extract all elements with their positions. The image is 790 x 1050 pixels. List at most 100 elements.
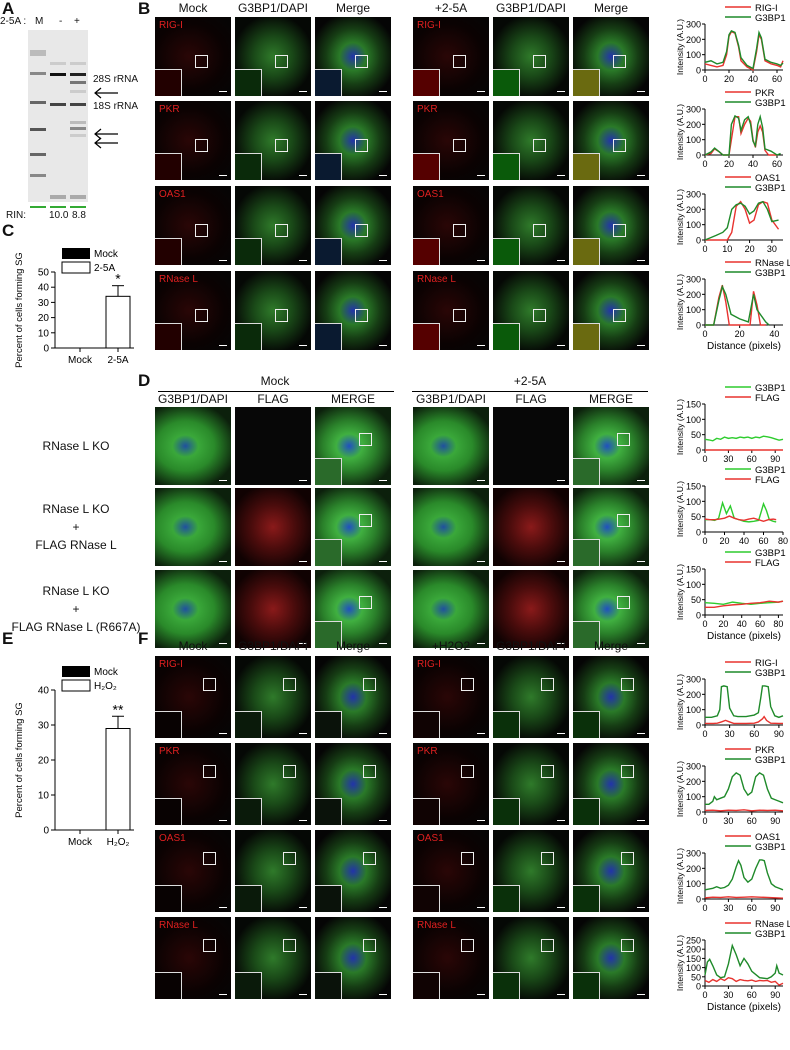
scale-bar <box>637 643 645 644</box>
zoom-inset <box>493 69 520 96</box>
micrograph-green <box>493 271 569 350</box>
column-header-flag: FLAG <box>257 392 289 406</box>
x-tick-label: 30 <box>723 454 733 464</box>
zoom-inset <box>573 69 600 96</box>
bar-1 <box>105 295 131 349</box>
gel-image <box>28 30 88 202</box>
legend-label: FLAG <box>755 393 780 404</box>
y-tick-label: 100 <box>686 50 701 60</box>
series-line-g3bp1 <box>705 685 784 719</box>
column-header-g3bp1-dapi: G3BP1/DAPI <box>495 1 567 15</box>
panel-label-e: E <box>2 629 14 648</box>
x-tick-label: 30 <box>723 816 733 826</box>
d-group-mock: Mock <box>260 374 290 388</box>
legend-label: RIG-I <box>755 3 778 14</box>
x-tick-label: 0 <box>702 729 707 739</box>
scale-bar <box>557 91 565 92</box>
lane-label-mock: - <box>59 16 63 27</box>
y-tick-label: 200 <box>686 690 701 700</box>
rin-value-mock: 10.0 <box>49 210 69 221</box>
y-tick-label: 40 <box>38 283 50 294</box>
micrograph-dmerge <box>573 407 649 485</box>
x-tick-label: 60 <box>747 454 757 464</box>
micrograph-dred <box>235 570 311 648</box>
y-axis-label: Intensity (A.U.) <box>675 935 685 991</box>
x-tick-label: 0 <box>702 619 707 629</box>
scale-bar <box>379 907 387 908</box>
micrograph-merge <box>315 17 391 96</box>
roi-box <box>275 55 288 68</box>
roi-box <box>275 309 288 322</box>
scale-bar <box>219 907 227 908</box>
zoom-inset <box>573 458 600 485</box>
column-header-merge: Merge <box>593 1 629 15</box>
x-tick-label: 60 <box>755 619 765 629</box>
gel-band <box>70 81 86 84</box>
roi-box <box>203 765 216 778</box>
roi-box <box>283 939 296 952</box>
micrograph-dgreen <box>413 570 489 648</box>
micrograph-red: RIG-I <box>413 17 489 96</box>
scale-bar <box>299 91 307 92</box>
series-line-g3bp1 <box>704 29 784 70</box>
y-tick-label: 0 <box>696 611 701 621</box>
y-tick-label: 100 <box>686 580 701 590</box>
y-tick-label: 200 <box>686 205 701 215</box>
scale-bar <box>219 480 227 481</box>
zoom-inset <box>315 711 342 738</box>
zoom-inset <box>573 153 600 180</box>
zoom-inset <box>315 69 342 96</box>
roi-box <box>203 939 216 952</box>
panel-label-b: B <box>138 0 151 18</box>
column-header-merge: MERGE <box>330 392 376 406</box>
channel-label: PKR <box>159 746 180 757</box>
roi-box <box>533 309 546 322</box>
scale-bar <box>557 480 565 481</box>
series-line-g3bp1 <box>705 772 784 806</box>
roi-box <box>203 678 216 691</box>
micrograph-red: PKR <box>155 743 231 825</box>
roi-box <box>541 939 554 952</box>
zoom-inset <box>235 153 262 180</box>
roi-box <box>541 765 554 778</box>
micrograph-red: RIG-I <box>155 656 231 738</box>
lane-label-marker: M <box>35 16 44 27</box>
zoom-inset <box>155 153 182 180</box>
series-line-g3bp1 <box>704 113 781 156</box>
roi-box <box>275 139 288 152</box>
channel-label: PKR <box>417 104 438 115</box>
scale-bar <box>477 643 485 644</box>
y-tick-label: 300 <box>686 849 701 859</box>
zoom-inset <box>413 238 440 265</box>
roi-box <box>617 433 630 446</box>
series-line-g3bp1 <box>704 943 784 980</box>
y-tick-label: 100 <box>686 497 701 507</box>
zoom-inset <box>413 69 440 96</box>
zoom-inset <box>155 885 182 912</box>
scale-bar <box>379 91 387 92</box>
micrograph-red: OAS1 <box>413 186 489 265</box>
lane-marker <box>30 206 46 208</box>
micrograph-merge <box>315 186 391 265</box>
legend-label-treated: H₂O₂ <box>94 681 117 692</box>
gel-band <box>70 127 86 130</box>
y-tick-label: 100 <box>686 135 701 145</box>
roi-box <box>355 55 368 68</box>
zoom-inset <box>573 972 600 999</box>
micrograph-green <box>235 101 311 180</box>
roi-box <box>283 852 296 865</box>
series-line-g3bp1 <box>704 435 784 442</box>
channel-label: OAS1 <box>417 833 444 844</box>
scale-bar <box>557 561 565 562</box>
y-tick-label: 0 <box>43 826 49 837</box>
zoom-inset <box>235 323 262 350</box>
x-tick-label: H₂O₂ <box>107 837 130 848</box>
legend-label: G3BP1 <box>755 755 786 766</box>
column-header-merge: Merge <box>335 639 371 653</box>
x-axis-label: Distance (pixels) <box>707 631 781 642</box>
column-header-mock: Mock <box>178 639 208 653</box>
series-line-g3bp1 <box>704 858 784 891</box>
roi-box <box>453 55 466 68</box>
